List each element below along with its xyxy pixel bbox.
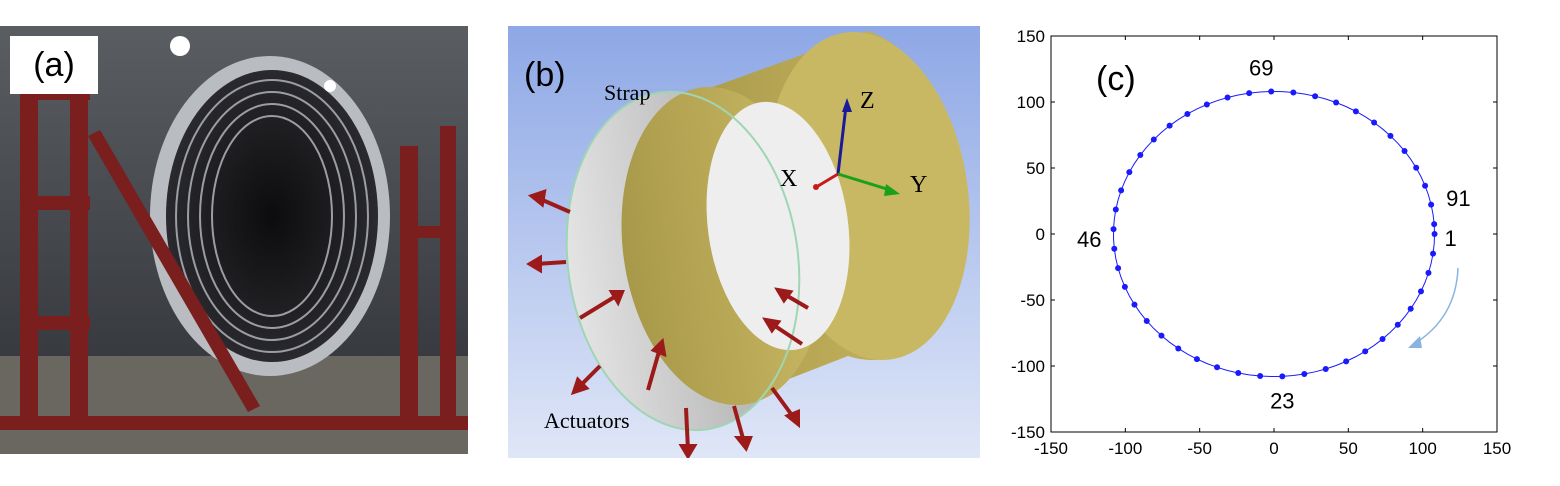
data-point bbox=[1268, 88, 1275, 95]
x-tick-label: -100 bbox=[1108, 439, 1142, 458]
data-point bbox=[1184, 110, 1191, 117]
point-annotation: 46 bbox=[1077, 227, 1101, 252]
data-point bbox=[1166, 122, 1173, 129]
point-annotation: 69 bbox=[1249, 55, 1273, 80]
x-tick-label: 50 bbox=[1339, 439, 1358, 458]
data-point bbox=[1301, 370, 1308, 377]
data-point bbox=[1203, 101, 1210, 108]
data-point bbox=[1428, 201, 1435, 208]
data-point bbox=[1290, 89, 1297, 96]
data-point bbox=[1422, 182, 1429, 189]
point-annotation: 23 bbox=[1270, 388, 1294, 413]
axis-x-label: X bbox=[780, 166, 798, 192]
data-point bbox=[1257, 373, 1264, 380]
data-point bbox=[1371, 119, 1378, 126]
strap-label: Strap bbox=[604, 80, 651, 105]
data-point bbox=[1110, 226, 1117, 233]
x-tick-label: 150 bbox=[1483, 439, 1511, 458]
data-point bbox=[1224, 94, 1231, 101]
data-point bbox=[1417, 288, 1424, 295]
x-tick-label: -50 bbox=[1187, 439, 1212, 458]
data-point bbox=[1150, 136, 1157, 143]
data-point bbox=[1118, 187, 1125, 194]
point-annotations: 69 91 1 46 23 bbox=[1077, 55, 1471, 413]
actuator-arrows bbox=[526, 189, 810, 458]
y-tick-label: 50 bbox=[1026, 159, 1045, 178]
panel-b-label: (b) bbox=[524, 56, 566, 94]
data-point bbox=[1425, 269, 1432, 276]
data-point bbox=[1158, 332, 1165, 339]
y-tick-label: -50 bbox=[1020, 291, 1045, 310]
data-point bbox=[1193, 356, 1200, 363]
data-point bbox=[1431, 231, 1438, 237]
coordinate-axes bbox=[813, 98, 900, 196]
x-tick-label: 0 bbox=[1269, 439, 1278, 458]
x-tick-label: -150 bbox=[1034, 439, 1068, 458]
cad-schematic-panel: (b) Strap Actuators Z Y X bbox=[508, 26, 980, 458]
test-fixture-photo bbox=[0, 26, 468, 454]
direction-arrow bbox=[1413, 267, 1459, 345]
data-point bbox=[1352, 108, 1359, 115]
direction-arrowhead bbox=[1408, 336, 1422, 348]
data-point bbox=[1413, 164, 1420, 171]
axis-y-label: Y bbox=[910, 172, 928, 198]
y-tick-label: 100 bbox=[1017, 93, 1045, 112]
point-annotation: 1 bbox=[1445, 226, 1457, 251]
data-point bbox=[1137, 152, 1144, 159]
y-tick-label: 0 bbox=[1036, 225, 1045, 244]
data-point bbox=[1379, 336, 1386, 343]
y-tick-label: 150 bbox=[1017, 27, 1045, 46]
actuators-label: Actuators bbox=[544, 408, 630, 433]
data-point bbox=[1143, 317, 1150, 324]
panel-c-label: (c) bbox=[1096, 60, 1136, 98]
data-point bbox=[1115, 265, 1122, 272]
x-axis-ticks: -150 -100 -50 0 50 100 150 bbox=[1034, 36, 1511, 458]
axis-z-label: Z bbox=[860, 88, 875, 114]
data-point bbox=[1430, 250, 1437, 257]
point-annotation: 91 bbox=[1446, 186, 1470, 211]
data-point bbox=[1394, 321, 1401, 328]
y-tick-label: -150 bbox=[1011, 423, 1045, 442]
data-point bbox=[1111, 245, 1118, 252]
data-point bbox=[1112, 206, 1119, 213]
data-point bbox=[1312, 93, 1319, 100]
data-point bbox=[1131, 301, 1138, 308]
x-tick-label: 100 bbox=[1408, 439, 1436, 458]
data-point bbox=[1322, 365, 1329, 372]
data-point bbox=[1175, 345, 1182, 352]
data-point bbox=[1279, 373, 1286, 380]
data-point bbox=[1235, 369, 1242, 376]
photo-panel: (a) bbox=[0, 26, 468, 454]
data-point bbox=[1333, 99, 1340, 106]
data-point bbox=[1387, 132, 1394, 139]
data-point bbox=[1401, 148, 1408, 155]
data-point bbox=[1121, 283, 1128, 290]
data-point bbox=[1214, 364, 1221, 371]
cylinder-schematic bbox=[508, 26, 980, 458]
data-point bbox=[1431, 221, 1438, 228]
data-point bbox=[1362, 348, 1369, 355]
data-point bbox=[1343, 358, 1350, 365]
data-point bbox=[1246, 90, 1253, 97]
y-axis-ticks: 150 100 50 0 -50 -100 -150 bbox=[1011, 27, 1497, 442]
data-point bbox=[1407, 305, 1414, 312]
y-tick-label: -100 bbox=[1011, 357, 1045, 376]
data-points bbox=[1110, 88, 1438, 380]
plot-frame bbox=[1050, 35, 1498, 433]
panel-a-label: (a) bbox=[10, 36, 98, 94]
data-point bbox=[1126, 169, 1133, 176]
